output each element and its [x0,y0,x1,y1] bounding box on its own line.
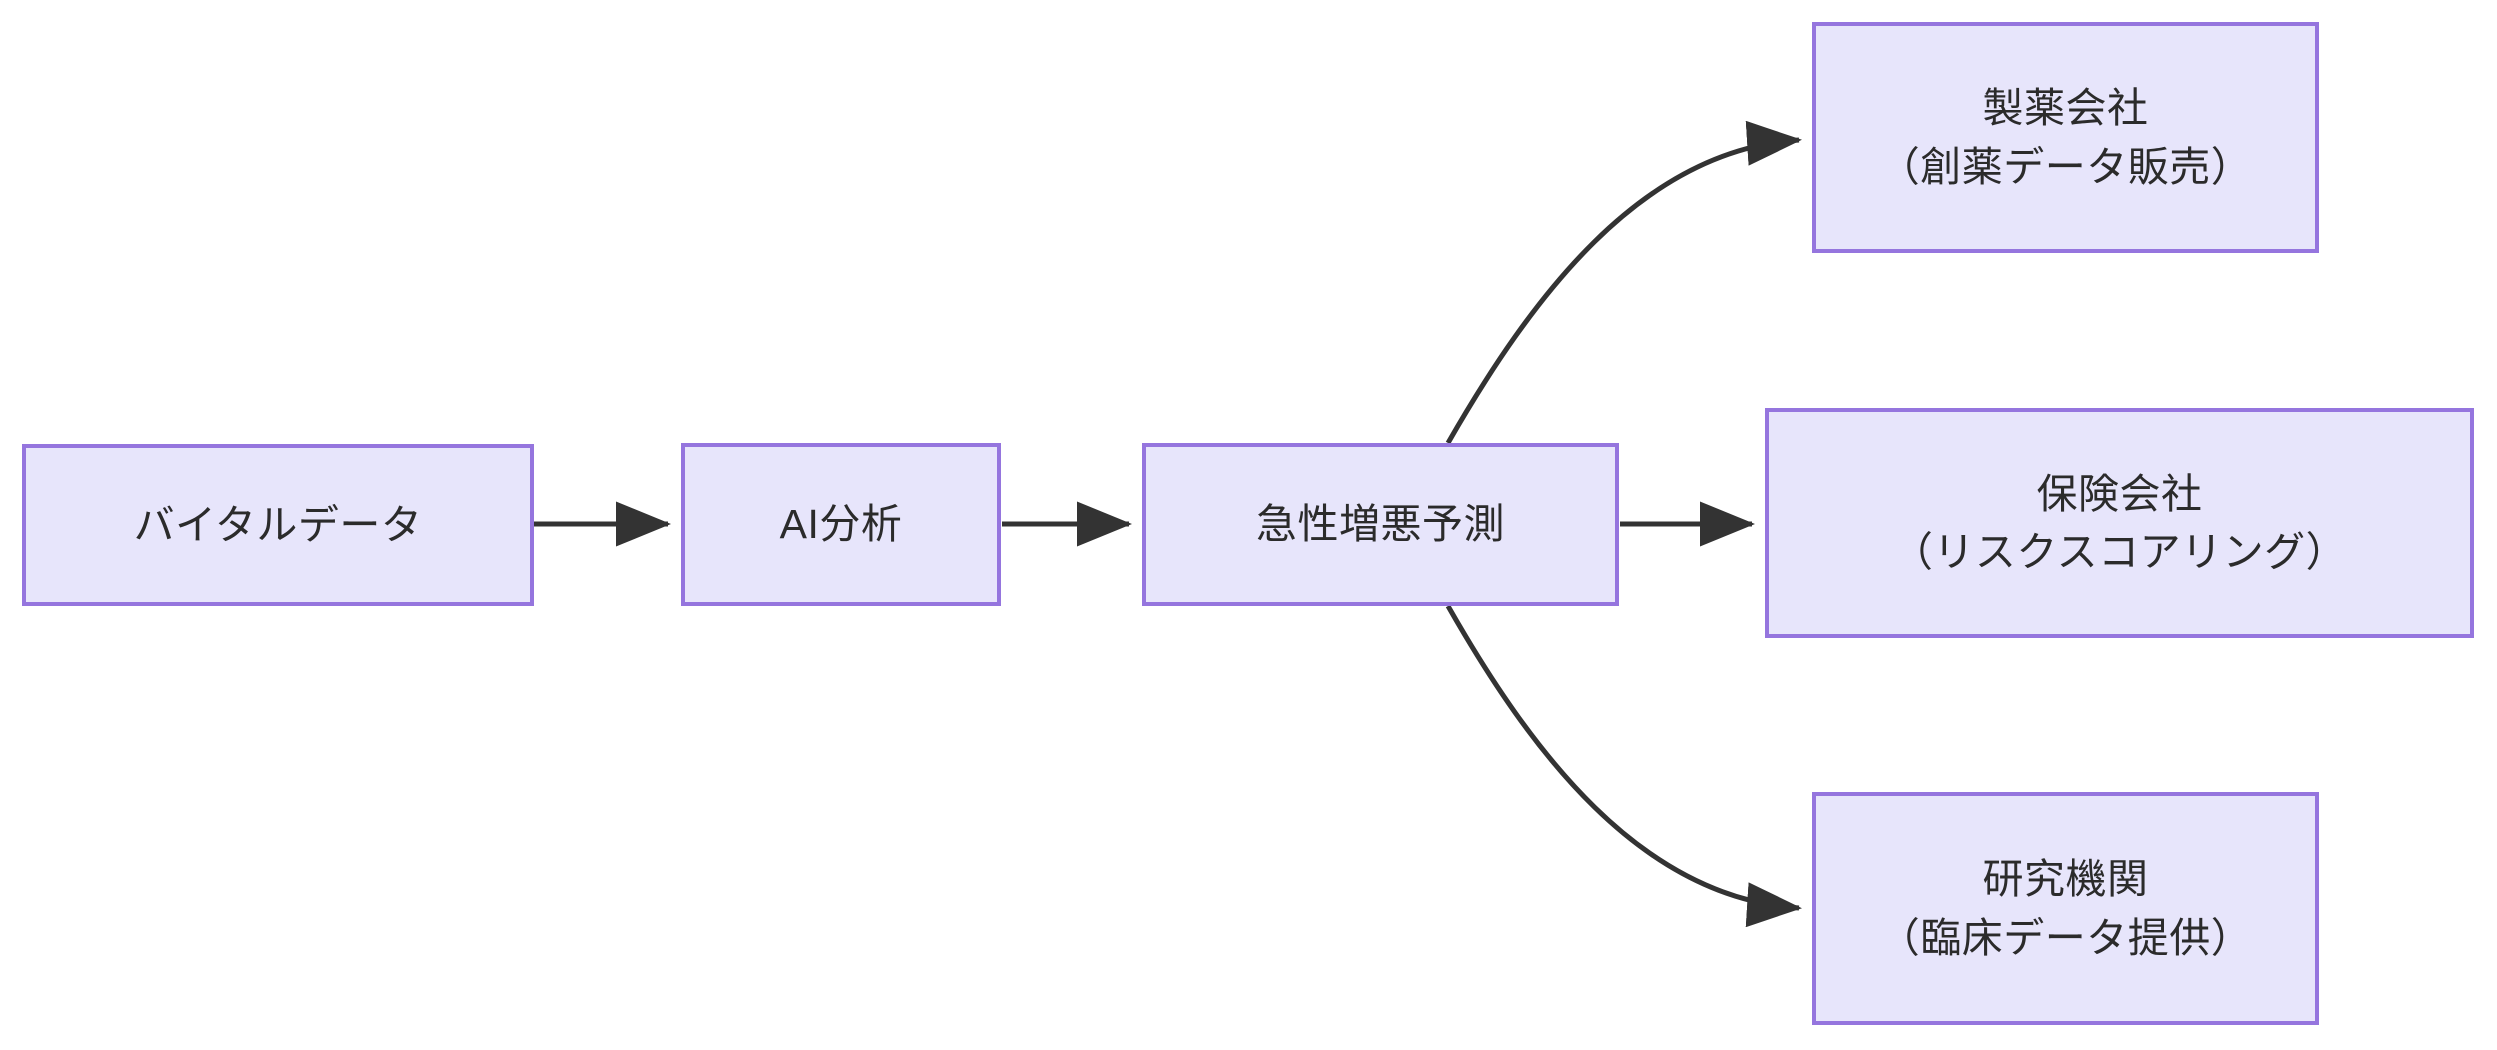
node-vital-data[interactable]: バイタルデータ [22,444,534,606]
node-research-institution-subtitle: （臨床データ提供） [1878,914,2253,961]
node-vital-data-label: バイタルデータ [133,501,423,548]
node-acute-exacerbation-prediction-label: 急性増悪予測 [1256,501,1505,548]
node-ai-analysis[interactable]: AI分析 [681,443,1001,606]
node-pharmaceutical-company[interactable]: 製薬会社 （創薬データ販売） [1812,22,2319,253]
node-pharmaceutical-company-subtitle: （創薬データ販売） [1878,143,2253,190]
node-acute-exacerbation-prediction[interactable]: 急性増悪予測 [1142,443,1619,606]
node-research-institution-title: 研究機関 [1982,856,2149,903]
node-ai-analysis-label: AI分析 [779,501,903,548]
node-pharmaceutical-company-title: 製薬会社 [1982,85,2149,132]
edge-predict-to-pharma [1445,120,1802,445]
node-insurance-company-title: 保険会社 [2036,470,2203,517]
node-insurance-company[interactable]: 保険会社 （リスクスコアリング） [1765,408,2474,638]
node-insurance-company-subtitle: （リスクスコアリング） [1891,529,2348,575]
node-research-institution[interactable]: 研究機関 （臨床データ提供） [1812,792,2319,1025]
edge-predict-to-research [1445,604,1802,928]
